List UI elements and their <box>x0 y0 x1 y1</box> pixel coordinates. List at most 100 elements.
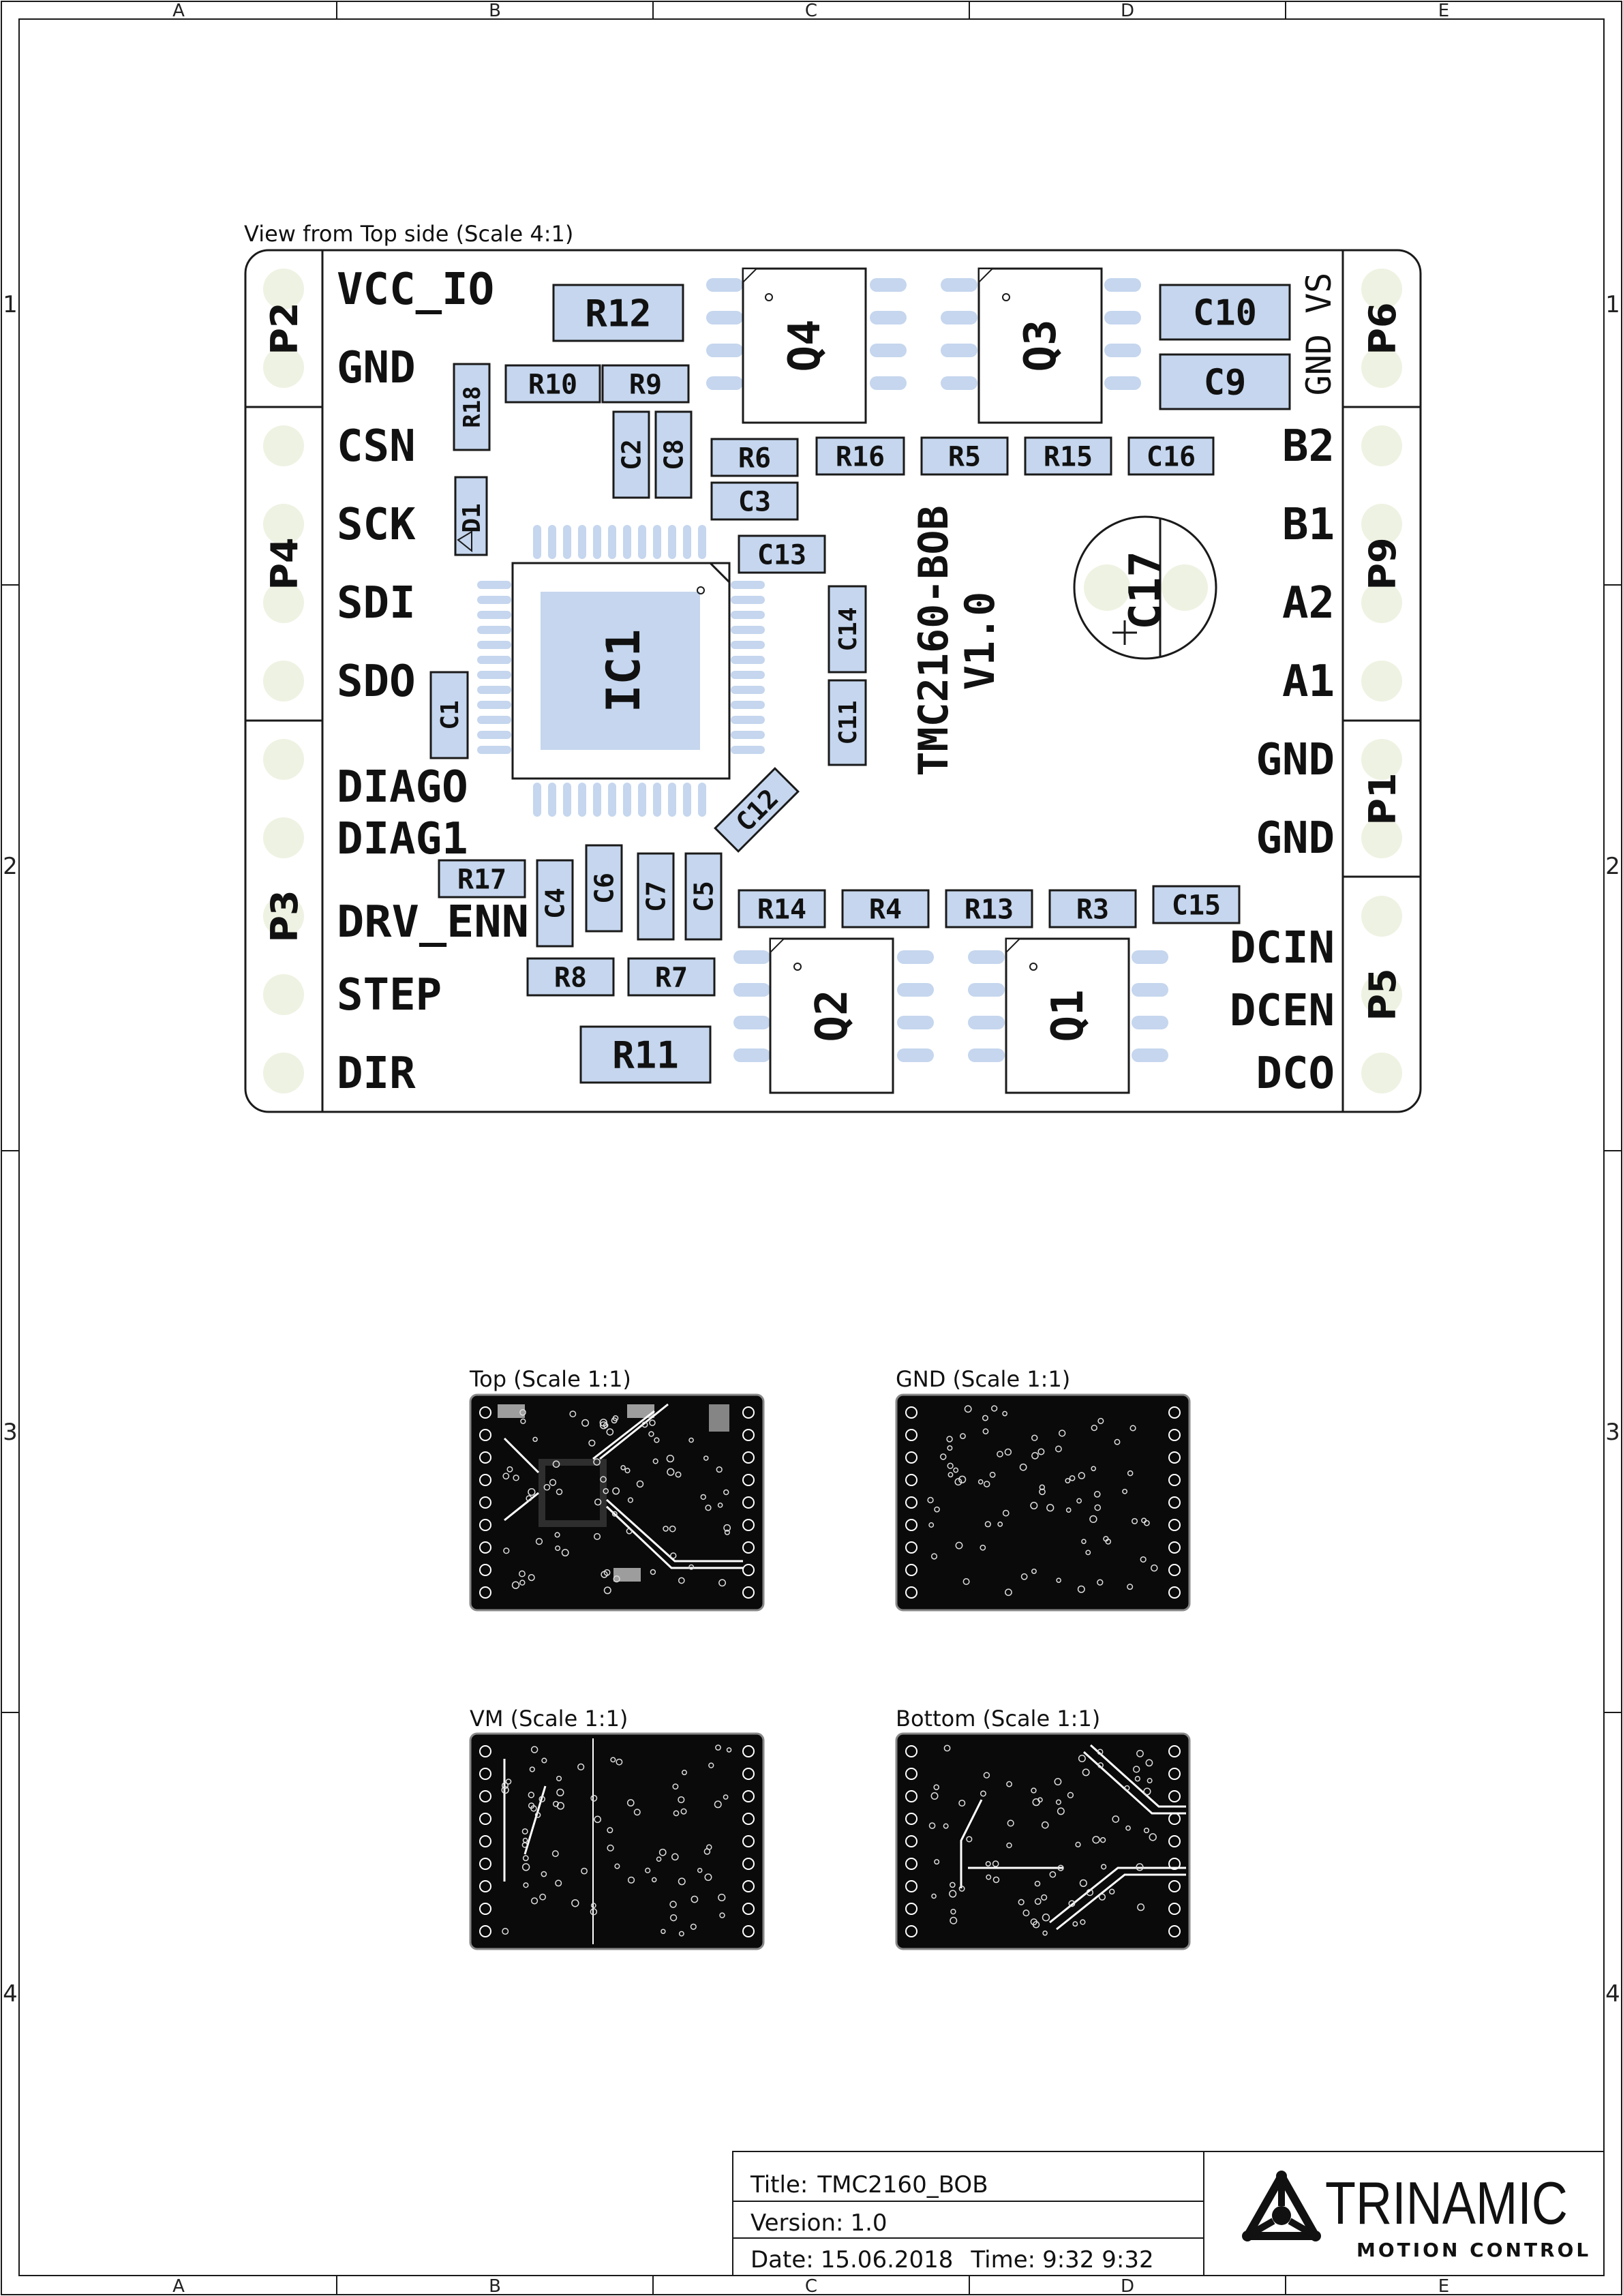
mosfet-q4: Q4 <box>706 267 907 424</box>
component-r12: R12 <box>552 284 684 342</box>
component-r9: R9 <box>601 364 690 404</box>
pin-dcen: DCEN <box>1230 986 1335 1036</box>
pin-dco: DCO <box>1256 1048 1335 1099</box>
board-name: TMC2160-BOB <box>910 505 958 776</box>
version-value: 1.0 <box>850 2209 887 2237</box>
component-label-c7: C7 <box>641 881 671 912</box>
frame-row-4: 4 <box>1605 1980 1620 2008</box>
component-r4: R4 <box>841 889 930 928</box>
component-r11: R11 <box>579 1025 712 1084</box>
component-label-c1: C1 <box>436 700 464 729</box>
pin-sck: SCK <box>337 500 416 550</box>
component-label-c5: C5 <box>689 881 719 912</box>
trinamic-triskelion-icon <box>1242 2171 1321 2241</box>
connector-p4: P4 <box>263 537 306 590</box>
component-c14: C14 <box>828 585 867 674</box>
pin-diag0: DIAGO <box>337 762 468 813</box>
mosfet-q2: Q2 <box>733 937 934 1094</box>
layer-thumbnail-top <box>469 1393 765 1612</box>
component-r6: R6 <box>710 438 799 477</box>
pin-vcc-io: VCC_IO <box>337 265 494 315</box>
pin-dcin: DCIN <box>1230 923 1335 973</box>
component-r16: R16 <box>815 436 905 476</box>
date-label: Date: <box>750 2246 814 2274</box>
frame-row-1: 1 <box>3 291 18 318</box>
frame-row-3: 3 <box>1605 1419 1620 1446</box>
pin-sdo: SDO <box>337 656 416 707</box>
component-label-r13: R13 <box>965 894 1014 925</box>
component-label-r15: R15 <box>1044 441 1093 472</box>
title-label: Title: <box>750 2171 808 2199</box>
pin-diag1: DIAG1 <box>337 814 468 864</box>
c17-label: C17 <box>1121 551 1171 630</box>
layer-via-dots <box>479 1405 1181 1937</box>
frame-col-d: D <box>1121 2276 1134 2296</box>
component-label-r3: R3 <box>1076 894 1109 925</box>
pin-b2: B2 <box>1282 421 1335 472</box>
time-value: 9:32 9:32 <box>1042 2246 1154 2274</box>
component-c7: C7 <box>637 852 675 941</box>
component-label-c10: C10 <box>1193 293 1257 334</box>
frame-col-e: E <box>1438 2276 1449 2296</box>
date-value: 15.06.2018 <box>821 2246 954 2274</box>
frame-row-labels-right: 1 2 3 4 <box>1605 291 1620 2008</box>
component-label-r9: R9 <box>629 369 662 400</box>
frame-col-a: A <box>172 1 185 21</box>
pin-b1: B1 <box>1282 500 1335 550</box>
frame-col-a: A <box>172 2276 185 2296</box>
component-label-r12: R12 <box>585 292 652 335</box>
q1-label: Q1 <box>1043 989 1093 1042</box>
component-label-c8: C8 <box>659 439 689 470</box>
component-r14: R14 <box>738 889 826 928</box>
logo-tagline: MOTION CONTROL <box>1356 2239 1591 2261</box>
ic1-pins <box>477 525 765 817</box>
frame-row-labels-left: 1 2 3 4 <box>3 291 18 2008</box>
component-label-r17: R17 <box>457 864 506 895</box>
frame-row-3: 3 <box>3 1419 18 1446</box>
frame-row-4: 4 <box>3 1980 18 2008</box>
layer-caption-top: Top (Scale 1:1) <box>469 1366 631 1392</box>
svg-text:Version:1.0: Version:1.0 <box>750 2209 888 2237</box>
component-r15: R15 <box>1024 436 1112 476</box>
component-r18: R18 <box>453 363 491 451</box>
component-c16: C16 <box>1127 436 1215 476</box>
ic1-label: IC1 <box>597 629 651 713</box>
diode-d1: D1 <box>454 476 488 556</box>
component-c15: C15 <box>1152 885 1241 924</box>
layer-thumbnail-gnd <box>895 1393 1191 1612</box>
frame-col-c: C <box>805 1 817 21</box>
frame-col-b: B <box>489 2276 501 2296</box>
component-r13: R13 <box>945 889 1033 928</box>
pin-csn: CSN <box>337 421 416 472</box>
time-label: Time: <box>970 2246 1035 2274</box>
pin-a2: A2 <box>1282 578 1335 629</box>
ic1-package: IC1 <box>477 525 765 817</box>
component-label-r10: R10 <box>528 369 577 400</box>
title-block-fields: Title:TMC2160_BOB Version:1.0 Date:15.06… <box>750 2171 1154 2274</box>
frame-col-d: D <box>1121 1 1134 21</box>
component-label-r11: R11 <box>612 1033 679 1076</box>
q3-label: Q3 <box>1016 319 1066 372</box>
layer-thumbnail-vm <box>469 1732 765 1950</box>
component-r8: R8 <box>526 957 615 997</box>
pin-gnd-2: GND <box>1256 813 1335 864</box>
board-name-label: TMC2160-BOB V1.0 <box>910 505 1004 776</box>
component-label-r4: R4 <box>869 894 902 925</box>
component-r3: R3 <box>1048 889 1137 928</box>
pin-sdi: SDI <box>337 578 416 629</box>
component-r17: R17 <box>438 859 526 898</box>
header-pads <box>263 269 1402 1093</box>
pin-gnd-1: GND <box>1256 735 1335 785</box>
right-pin-labels: B2 B1 A2 A1 GND GND DCIN DCEN DCO <box>1230 421 1335 1099</box>
component-label-r14: R14 <box>757 894 806 925</box>
layer-caption-gnd: GND (Scale 1:1) <box>896 1366 1070 1392</box>
component-c4: C4 <box>536 859 574 948</box>
connector-p3: P3 <box>263 890 306 942</box>
component-r10: R10 <box>504 364 601 404</box>
pin-a1: A1 <box>1282 656 1335 707</box>
capacitor-c17: C17 <box>1073 515 1217 660</box>
pin-gnd: GND <box>337 343 416 393</box>
frame-column-labels-bottom: A B C D E <box>172 2276 1449 2296</box>
component-c11: C11 <box>828 679 867 766</box>
